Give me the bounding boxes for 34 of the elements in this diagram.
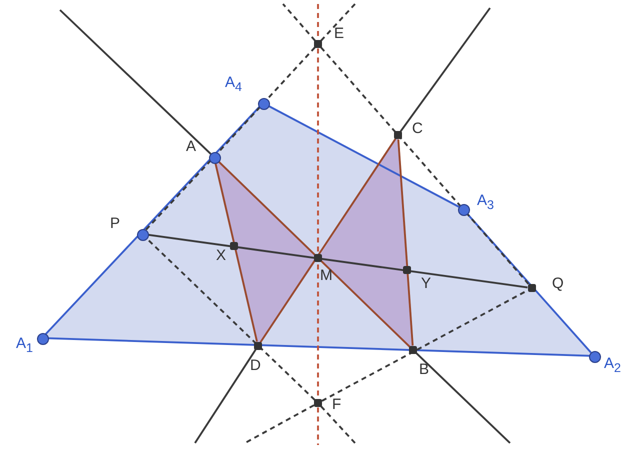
point-label: C bbox=[412, 121, 423, 137]
point-label: P bbox=[110, 216, 120, 232]
dashed-line bbox=[282, 3, 316, 42]
point-label: D bbox=[250, 358, 261, 374]
point-label: X bbox=[216, 248, 226, 264]
line-segment bbox=[44, 106, 261, 336]
line-segment bbox=[416, 352, 511, 444]
line-segment bbox=[216, 159, 410, 348]
dashed-line bbox=[465, 212, 530, 286]
point-label: B bbox=[419, 362, 430, 378]
point-label: A$_{3}$ bbox=[477, 193, 494, 213]
dashed-line bbox=[320, 406, 356, 444]
line-segment bbox=[260, 138, 396, 343]
point-label: A bbox=[186, 139, 196, 155]
dashed-line bbox=[244, 404, 315, 444]
point-label: A$_{1}$ bbox=[16, 336, 33, 356]
dashed-line bbox=[144, 160, 212, 232]
point-label: Q bbox=[552, 276, 564, 292]
point-label: M bbox=[320, 268, 332, 284]
dashed-line bbox=[320, 3, 356, 42]
dashed-line bbox=[317, 408, 319, 445]
line-segment bbox=[397, 139, 414, 346]
line-segment bbox=[266, 104, 460, 208]
point-label: E bbox=[334, 26, 344, 42]
point-label: Y bbox=[421, 276, 432, 292]
dashed-line bbox=[320, 46, 461, 206]
line-segment bbox=[214, 161, 258, 342]
point-label: A$_{4}$ bbox=[225, 75, 242, 95]
point-label: A$_{2}$ bbox=[604, 356, 621, 376]
line-segment bbox=[400, 7, 491, 132]
dashed-line bbox=[317, 48, 319, 398]
line-segment bbox=[59, 9, 212, 155]
point-label: F bbox=[332, 397, 342, 413]
line-segment bbox=[194, 349, 256, 444]
